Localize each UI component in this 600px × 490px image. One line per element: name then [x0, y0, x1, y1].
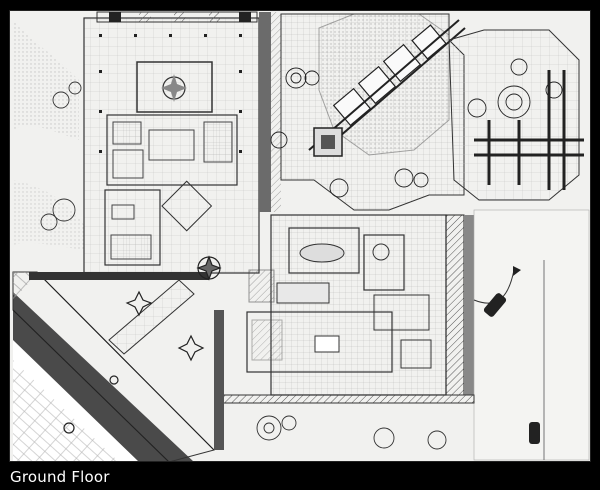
reception-wing [246, 214, 447, 396]
main-courtyard-grid [83, 11, 260, 274]
upper-plaza [270, 13, 466, 211]
floor-plan-drawing [9, 10, 591, 462]
driveway [473, 209, 590, 461]
left-garden [13, 20, 84, 250]
diagonal-road [12, 271, 215, 462]
tree-icon [467, 58, 563, 119]
car-icon [483, 293, 540, 444]
flower-ornament-icon [63, 255, 222, 434]
tree-icon [270, 67, 429, 198]
east-garden [448, 29, 584, 201]
drawing-caption: Ground Floor [10, 468, 110, 486]
tree-icon [40, 81, 447, 450]
